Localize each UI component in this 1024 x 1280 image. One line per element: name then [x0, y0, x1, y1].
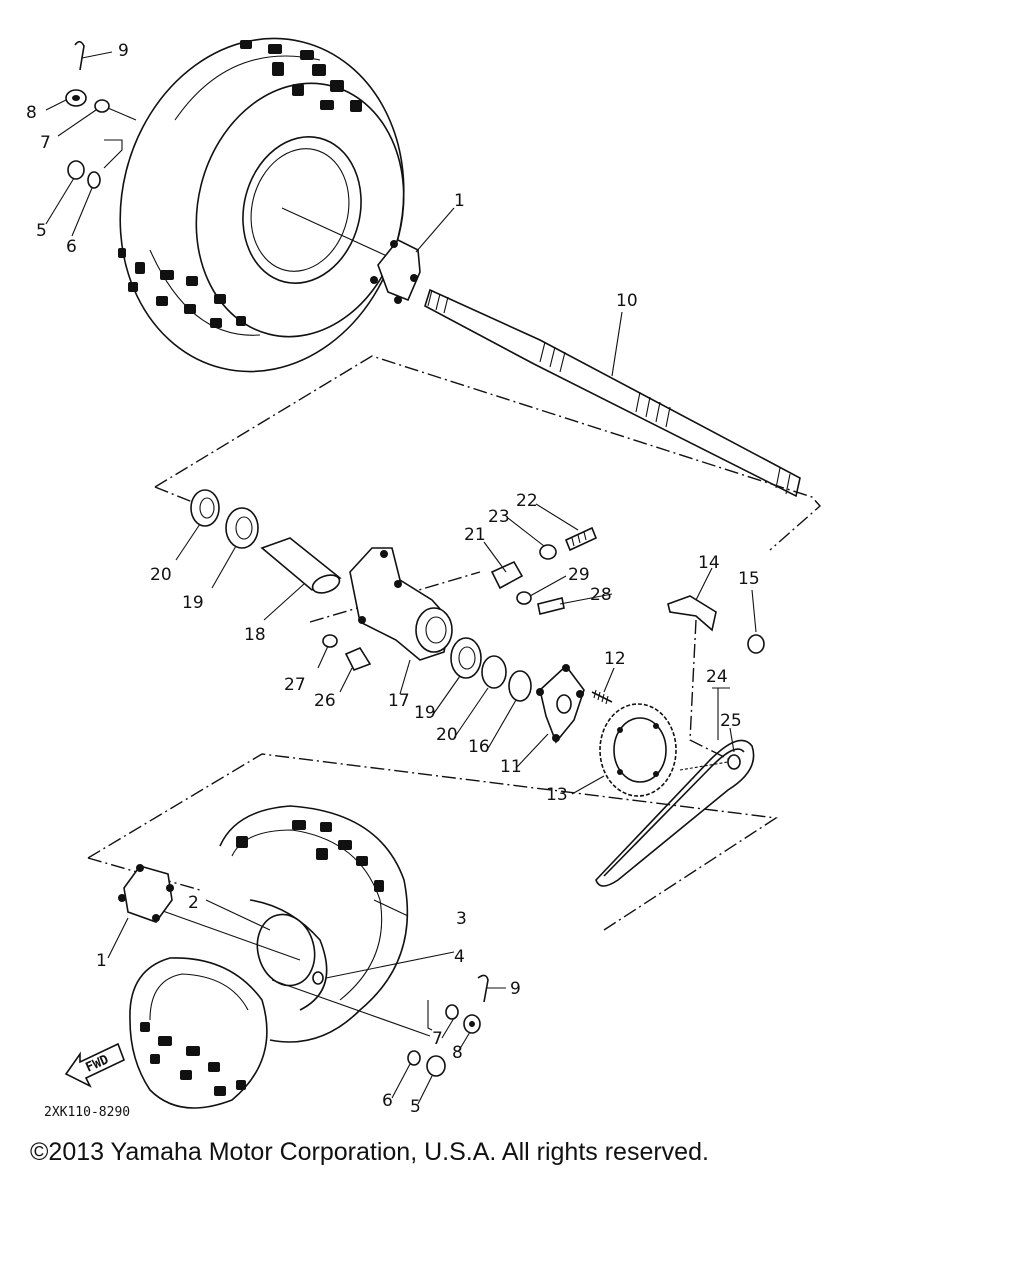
callout-18: 18 [244, 625, 266, 645]
callout-top-7: 7 [40, 133, 51, 153]
valve-part-4 [312, 971, 324, 985]
copyright-notice: ©2013 Yamaha Motor Corporation, U.S.A. A… [30, 1138, 709, 1166]
oil-seal-part-20-right [481, 655, 507, 689]
callout-11: 11 [500, 757, 522, 777]
callout-bottom-4: 4 [454, 947, 465, 967]
callout-14: 14 [698, 553, 720, 573]
callout-top-6: 6 [66, 237, 77, 257]
bracket-part-14 [667, 595, 717, 632]
callout-28: 28 [590, 585, 612, 605]
top-nut-part-8 [65, 89, 87, 107]
callout-19-right: 19 [414, 703, 436, 723]
nut-part-23 [539, 544, 557, 560]
callout-top-9: 9 [118, 41, 129, 61]
bottom-hub-part-1 [118, 864, 174, 923]
top-hub-part-1 [370, 238, 421, 304]
callout-29: 29 [568, 565, 590, 585]
callout-13: 13 [546, 785, 568, 805]
nut-part-15 [747, 634, 765, 654]
top-washer-part-6 [87, 171, 101, 189]
callout-top-8: 8 [26, 103, 37, 123]
callout-bottom-5: 5 [410, 1097, 421, 1117]
bottom-washer-part-6 [407, 1050, 421, 1066]
callout-bottom-3: 3 [456, 909, 467, 929]
callout-21: 21 [464, 525, 486, 545]
bottom-cotter-pin-part-9 [477, 974, 489, 1003]
callout-15: 15 [738, 569, 760, 589]
bolt-part-28 [537, 597, 565, 615]
circlip-part-16 [508, 670, 532, 702]
top-washer-part-7 [94, 99, 110, 113]
bearing-part-19-left [225, 507, 259, 549]
oil-seal-part-20-left [190, 489, 220, 527]
parts-diagram: FWD [26, 37, 821, 1120]
callout-10: 10 [616, 291, 638, 311]
callout-bottom-9: 9 [510, 979, 521, 999]
axle-housing-part-17 [349, 547, 453, 661]
leader-lines [45, 51, 757, 1105]
callout-top-5: 5 [36, 221, 47, 241]
washer-part-29 [516, 591, 532, 605]
bottom-washer-part-7 [445, 1004, 459, 1020]
callout-12: 12 [604, 649, 626, 669]
callout-24: 24 [706, 667, 728, 687]
chain-adjuster-part-21 [490, 560, 524, 590]
middle-exploded-frame [154, 355, 821, 551]
top-nut-part-5 [67, 160, 85, 180]
bottom-nut-part-5 [426, 1055, 446, 1077]
fwd-arrow-icon: FWD [64, 1042, 126, 1088]
callout-23: 23 [488, 507, 510, 527]
callout-labels: 9 8 7 5 6 1 10 20 19 18 22 23 21 29 28 1… [26, 41, 760, 1117]
bolt-part-22 [564, 526, 598, 552]
callout-26: 26 [314, 691, 336, 711]
callout-bottom-1: 1 [96, 951, 107, 971]
drawing-code: 2XK110-8290 [44, 1105, 130, 1120]
bolt-part-26 [344, 646, 372, 672]
callout-22: 22 [516, 491, 538, 511]
sprocket-hub-part-11 [536, 664, 585, 744]
bottom-nut-part-8 [463, 1014, 481, 1034]
callout-20-right: 20 [436, 725, 458, 745]
callout-27: 27 [284, 675, 306, 695]
callout-17: 17 [388, 691, 410, 711]
callout-19-left: 19 [182, 593, 204, 613]
callout-bottom-8: 8 [452, 1043, 463, 1063]
callout-bottom-6: 6 [382, 1091, 393, 1111]
bottom-wheel-tire [129, 805, 431, 1109]
callout-25: 25 [720, 711, 742, 731]
callout-20-left: 20 [150, 565, 172, 585]
callout-bottom-7: 7 [432, 1029, 443, 1049]
callout-bottom-2: 2 [188, 893, 199, 913]
stud-bolt-part-12 [591, 689, 613, 705]
top-cotter-pin-part-9 [74, 40, 85, 71]
spacer-part-18 [260, 537, 342, 594]
sprocket-part-13 [599, 703, 677, 797]
callout-16: 16 [468, 737, 490, 757]
joint-part-25 [727, 754, 741, 770]
callout-top-1: 1 [454, 191, 465, 211]
top-wheel-tire [118, 37, 405, 373]
bearing-part-19-right [450, 637, 482, 679]
washer-part-27 [322, 634, 338, 648]
rear-axle-part-10 [424, 288, 801, 498]
